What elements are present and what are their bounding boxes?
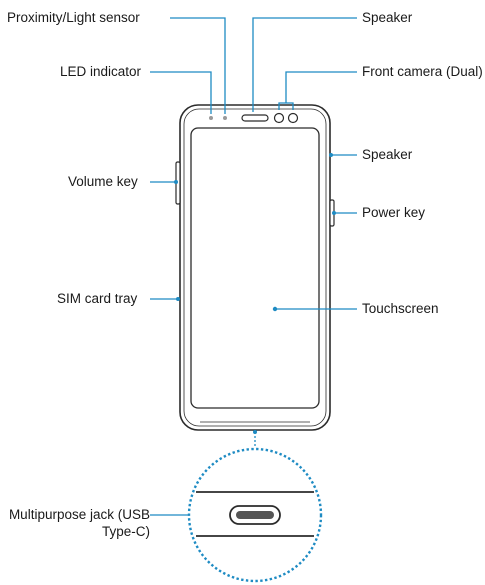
callout-led	[150, 71, 212, 114]
label-speaker-side: Speaker	[362, 147, 413, 162]
callout-front-camera	[285, 71, 357, 103]
label-volume-key: Volume key	[68, 174, 138, 189]
label-sim-tray: SIM card tray	[57, 291, 138, 306]
callout-dots	[174, 153, 336, 434]
phone-frame-inner	[183, 108, 327, 427]
front-camera-left	[273, 112, 285, 124]
callout-speaker-top	[252, 17, 357, 112]
callout-proximity	[170, 17, 226, 114]
front-camera-right	[287, 112, 299, 124]
usb-port-inner	[236, 511, 274, 519]
label-front-camera: Front camera (Dual)	[362, 64, 483, 79]
touchscreen-area	[190, 127, 320, 409]
camera-bracket	[278, 102, 294, 110]
sensor-dot	[223, 116, 227, 120]
callout-lines	[150, 17, 357, 516]
label-proximity-sensor: Proximity/Light sensor	[7, 10, 140, 25]
label-power-key: Power key	[362, 205, 426, 220]
label-touchscreen: Touchscreen	[362, 301, 439, 316]
earpiece-speaker	[241, 114, 269, 122]
label-led-indicator: LED indicator	[60, 64, 142, 79]
label-multipurpose-jack: Multipurpose jack (USB Type-C)	[8, 507, 150, 539]
led-dot	[209, 116, 213, 120]
label-speaker-top: Speaker	[362, 10, 413, 25]
